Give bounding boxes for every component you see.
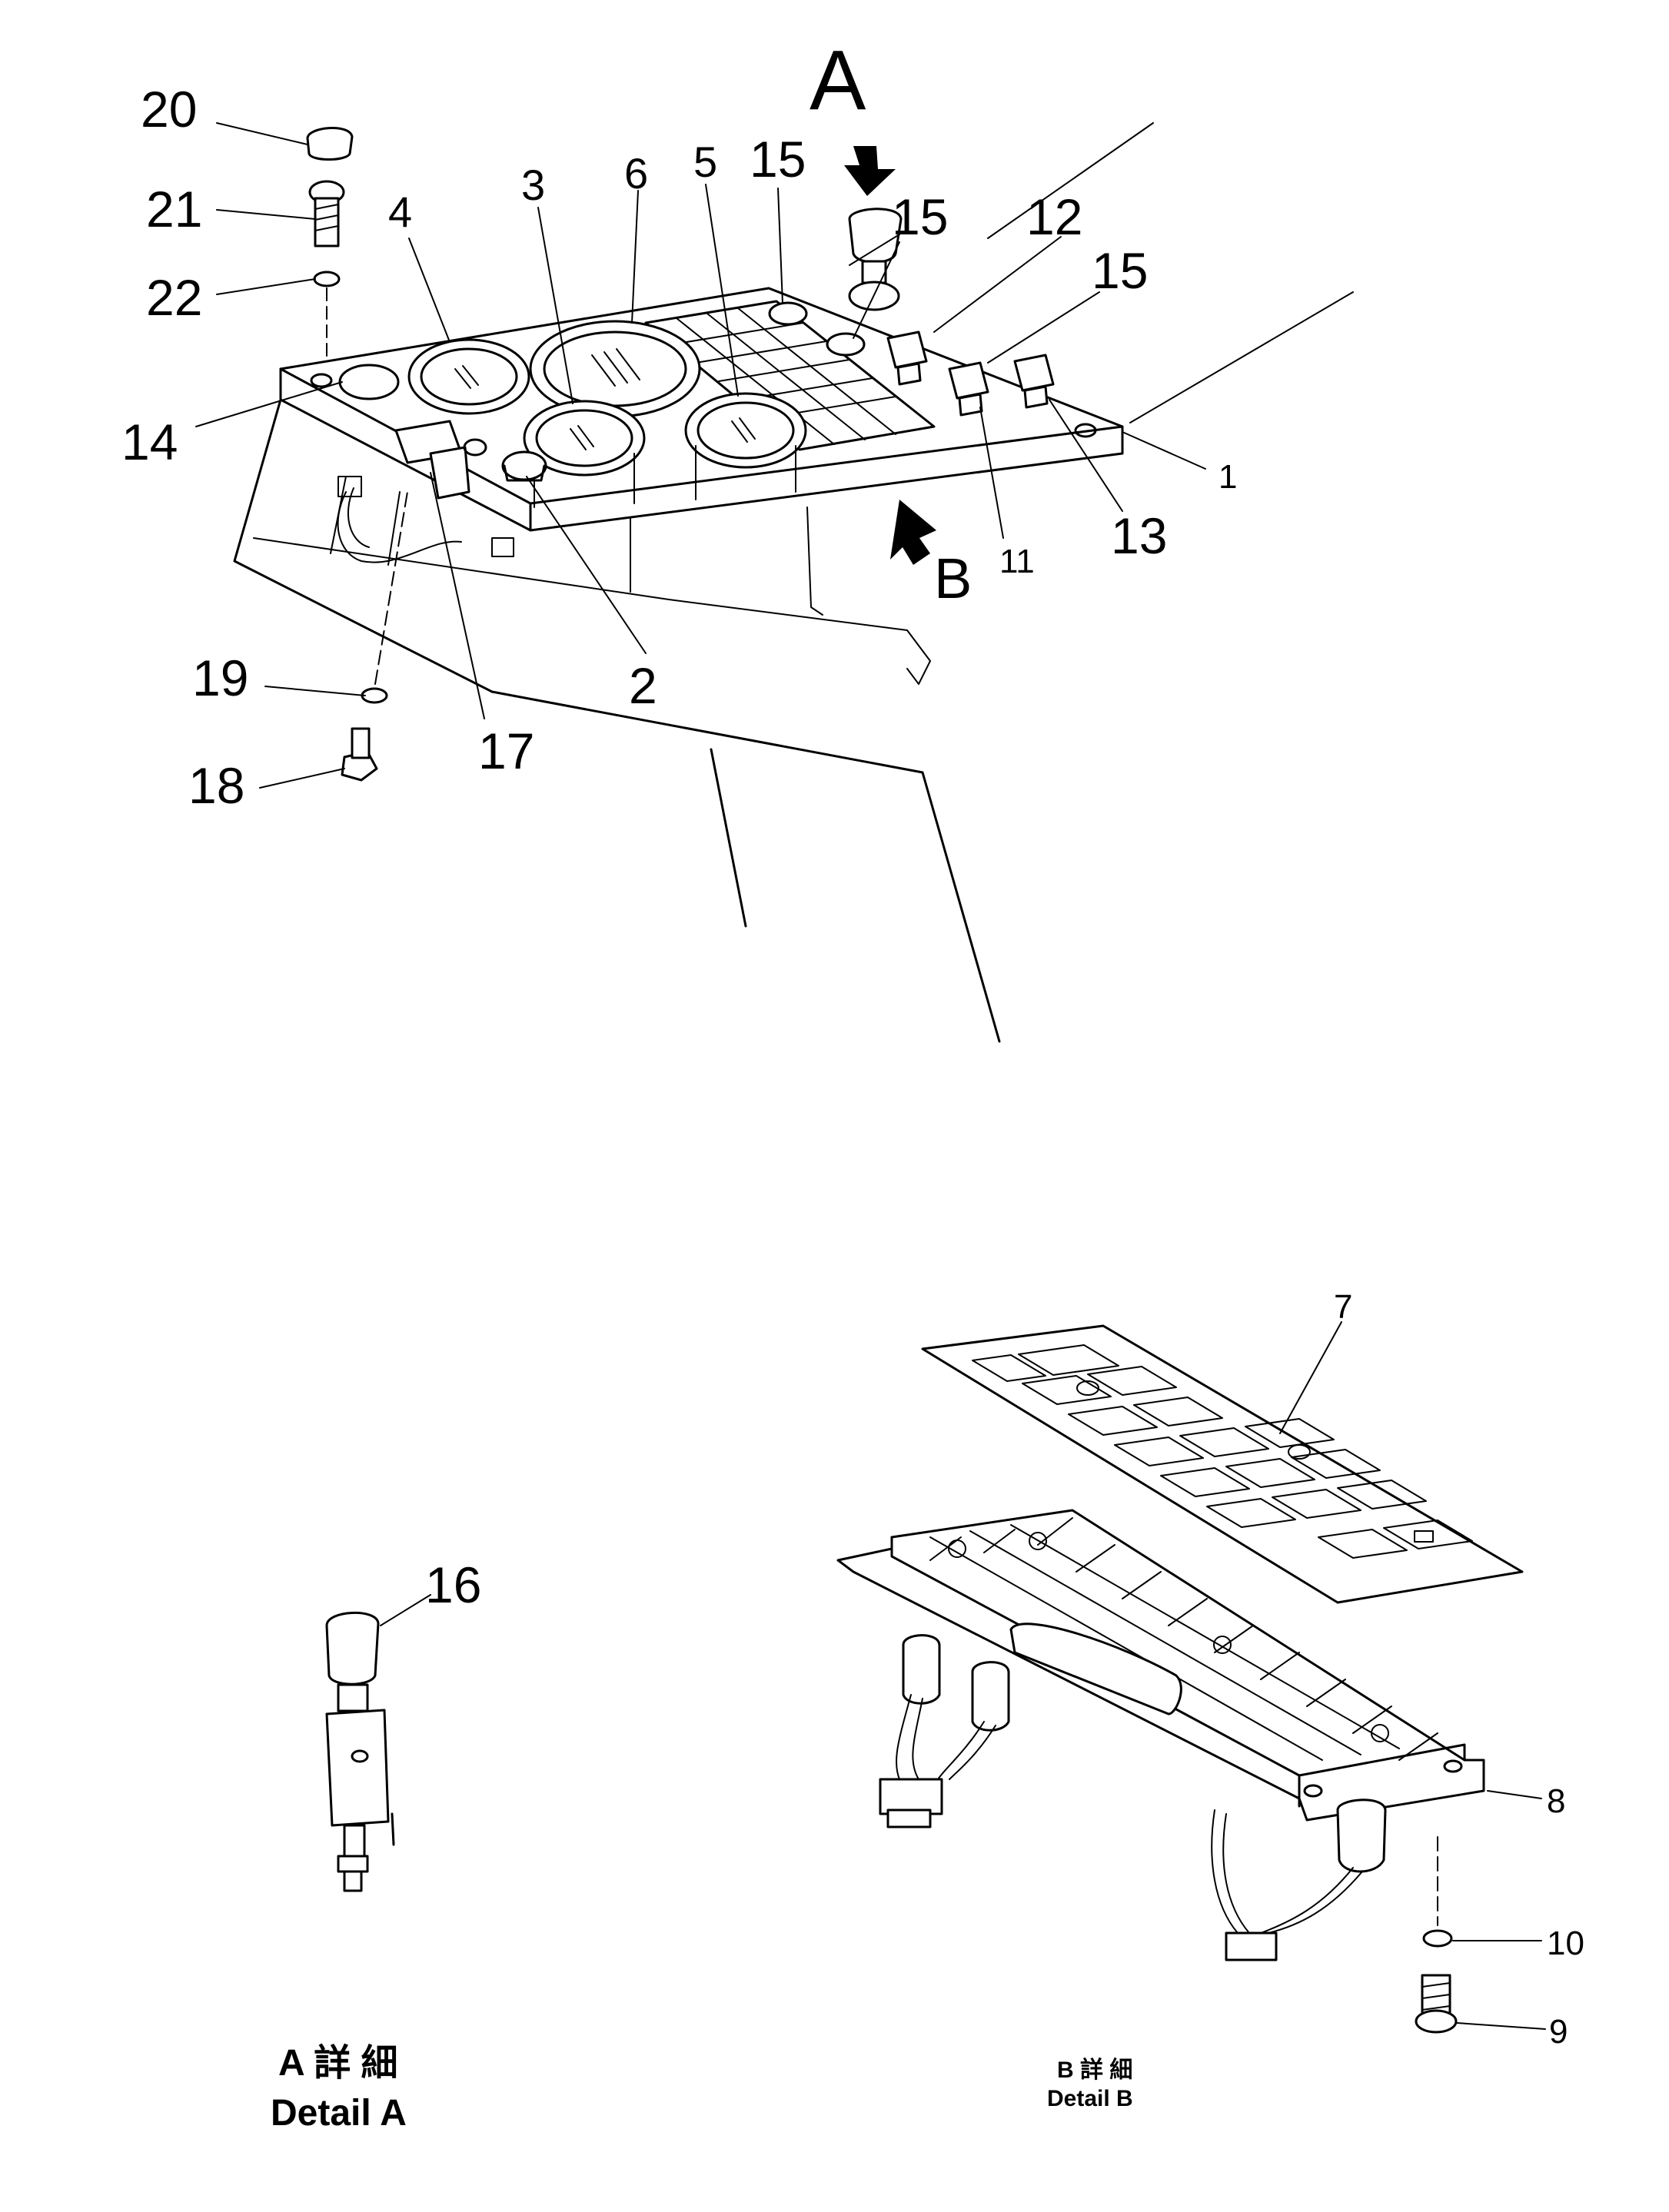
callout-15-b: 15 bbox=[892, 188, 948, 245]
support-frame bbox=[233, 122, 1354, 1043]
hour-meter-2 bbox=[501, 450, 547, 482]
assembly-line-19 bbox=[374, 491, 408, 685]
callout-4: 4 bbox=[388, 188, 412, 236]
callout-2: 2 bbox=[629, 657, 657, 714]
callout-16: 16 bbox=[425, 1556, 481, 1613]
symbol-plate-7 bbox=[921, 1324, 1524, 1604]
callout-8: 8 bbox=[1547, 1782, 1565, 1820]
rocker-switch-11 bbox=[948, 361, 989, 417]
leader-lines bbox=[195, 122, 1206, 789]
gauge-6 bbox=[529, 320, 701, 418]
callout-1: 1 bbox=[1219, 458, 1237, 496]
gauge-5 bbox=[684, 392, 807, 500]
screw-9 bbox=[1415, 1974, 1458, 2034]
callout-11: 11 bbox=[999, 543, 1035, 580]
washer-22 bbox=[313, 271, 341, 287]
rocker-switch-13 bbox=[1013, 354, 1055, 409]
cap-20 bbox=[306, 127, 354, 161]
detail-a-caption-en: Detail A bbox=[271, 2093, 407, 2134]
callout-14: 14 bbox=[121, 414, 178, 470]
rocker-switch-12 bbox=[886, 330, 928, 386]
view-marker-b: B bbox=[934, 546, 972, 610]
leader-7 bbox=[1279, 1321, 1342, 1434]
callout-3: 3 bbox=[521, 161, 545, 209]
callout-15-c: 15 bbox=[1092, 242, 1148, 299]
bolt-18 bbox=[341, 727, 378, 782]
detail-b-assembly bbox=[836, 1321, 1546, 2034]
gauge-3 bbox=[523, 400, 646, 508]
callout-9: 9 bbox=[1549, 2013, 1568, 2051]
wiring-under-panel bbox=[337, 476, 514, 563]
key-switch-17 bbox=[394, 420, 487, 500]
callout-12: 12 bbox=[1026, 188, 1082, 245]
gauge-4 bbox=[407, 338, 530, 415]
callout-21: 21 bbox=[146, 181, 202, 237]
callout-18: 18 bbox=[188, 757, 244, 814]
lamp-housing-8 bbox=[836, 1509, 1485, 1822]
callout-13: 13 bbox=[1111, 507, 1167, 564]
plug-14 bbox=[338, 364, 400, 400]
bulb-sockets bbox=[902, 1634, 1387, 1873]
callout-19: 19 bbox=[192, 649, 248, 706]
instrument-panel-assembly bbox=[233, 122, 1354, 1043]
view-marker-a: A bbox=[810, 33, 866, 128]
callout-15-a: 15 bbox=[750, 131, 806, 188]
caps-15 bbox=[768, 301, 866, 357]
detail-b-leaders bbox=[1452, 1790, 1546, 2030]
washer-10 bbox=[1422, 1929, 1453, 1948]
callout-numbers: 20 21 22 14 4 3 6 5 15 15 12 15 1 13 11 … bbox=[121, 81, 1584, 2051]
callout-5: 5 bbox=[693, 138, 717, 186]
detail-b-caption-jp: B 詳 細 bbox=[1057, 2057, 1132, 2083]
callout-10: 10 bbox=[1547, 1925, 1584, 1962]
view-a-arrow-icon bbox=[844, 146, 896, 196]
view-b-arrow-icon bbox=[890, 500, 936, 565]
detail-a-switch-16 bbox=[325, 1594, 431, 1892]
callout-6: 6 bbox=[624, 149, 648, 198]
callout-17: 17 bbox=[478, 722, 534, 779]
detail-b-caption-en: Detail B bbox=[1047, 2086, 1133, 2111]
callout-20: 20 bbox=[141, 81, 197, 138]
callout-7: 7 bbox=[1334, 1288, 1352, 1326]
connectors-wiring bbox=[879, 1694, 1363, 1961]
callout-22: 22 bbox=[146, 269, 202, 326]
screw-21 bbox=[308, 180, 345, 247]
detail-a-caption-jp: A 詳 細 bbox=[278, 2043, 398, 2084]
